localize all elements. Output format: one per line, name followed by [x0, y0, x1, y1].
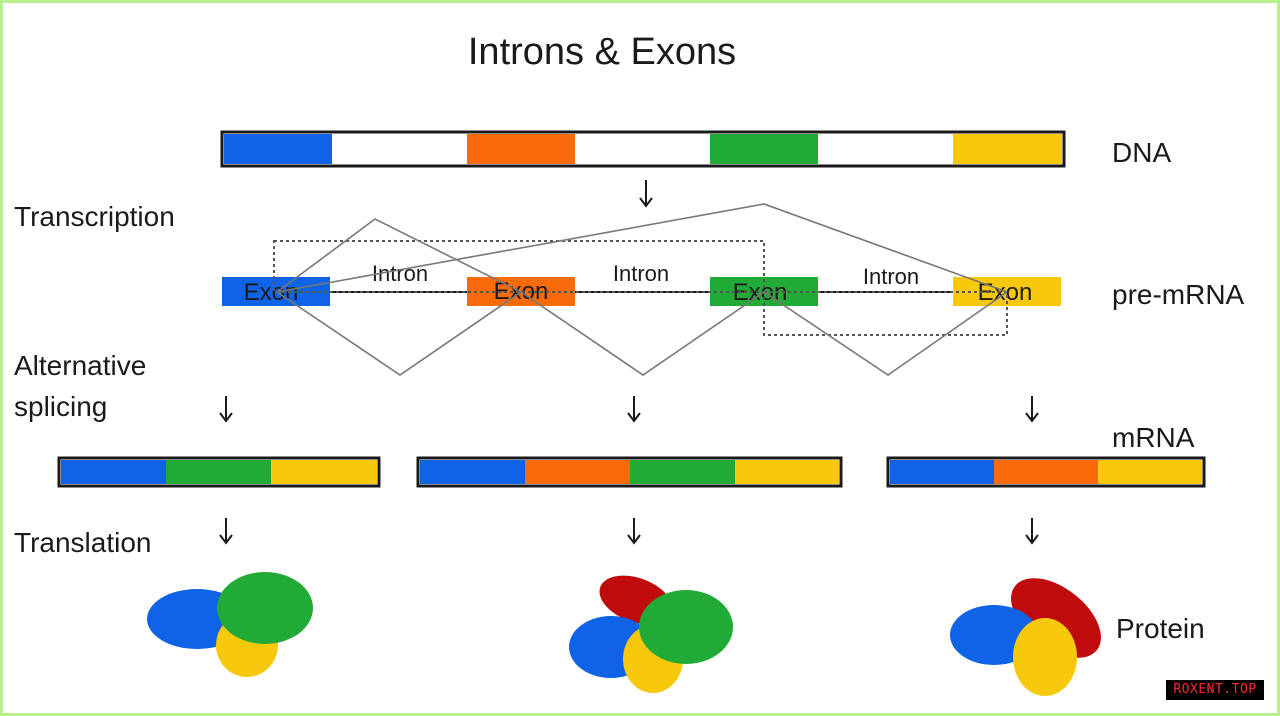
dna-exon-blue	[224, 134, 332, 164]
pre-mrna-label: pre-mRNA	[1112, 279, 1245, 310]
mrna-variant-1	[57, 456, 381, 488]
pre-mrna-strand: Exon Exon Exon Exon Intron Intron Intron	[222, 261, 1061, 306]
mrna-2-exon-blue	[420, 460, 525, 484]
mrna-variant-3	[886, 456, 1206, 488]
intron-label-2: Intron	[613, 261, 669, 286]
down-arrow-icon	[219, 518, 233, 545]
mrna-3-exon-yellow	[1098, 460, 1202, 484]
splice-line-e	[763, 291, 1008, 376]
mrna-variant-2	[416, 456, 843, 488]
mrna-1-exon-blue	[61, 460, 166, 484]
down-arrow-icon	[639, 180, 653, 208]
mrna-2-exon-green	[630, 460, 735, 484]
mrna-3-exon-orange	[994, 460, 1098, 484]
protein-2	[569, 575, 733, 693]
down-arrow-icon	[1025, 518, 1039, 545]
down-arrow-icon	[627, 518, 641, 545]
down-arrow-icon	[1025, 396, 1039, 423]
protein-1-green-domain	[217, 572, 313, 644]
down-arrow-icon	[627, 396, 641, 423]
diagram-title: Introns & Exons	[468, 31, 736, 73]
mrna-2-exon-yellow	[735, 460, 839, 484]
mrna-3-exon-blue	[890, 460, 994, 484]
protein-3-yellow-domain	[1013, 618, 1077, 696]
intron-label-3: Intron	[863, 264, 919, 289]
mrna-1-exon-yellow	[271, 460, 377, 484]
mrna-2-exon-orange	[525, 460, 630, 484]
dna-label: DNA	[1112, 137, 1171, 168]
alternative-splicing-label-line1: Alternative	[14, 350, 146, 381]
splice-line-c	[520, 291, 765, 376]
dna-bar-outline	[220, 130, 1066, 168]
splice-line-a	[276, 218, 522, 293]
protein-1	[147, 572, 313, 677]
down-arrow-icon	[219, 396, 233, 423]
introns-exons-diagram: Introns & Exons DNA pre-mRNA mRNA Protei…	[14, 31, 1245, 696]
dotted-box-right	[763, 291, 1008, 336]
dna-exon-yellow	[953, 134, 1062, 164]
protein-3	[950, 578, 1101, 696]
mrna-label: mRNA	[1112, 422, 1195, 453]
dna-exon-orange	[467, 134, 575, 164]
protein-label: Protein	[1116, 613, 1205, 644]
dna-exon-green	[710, 134, 818, 164]
splice-lines	[276, 203, 1008, 376]
alternative-splicing-label-line2: splicing	[14, 391, 107, 422]
translation-label: Translation	[14, 527, 151, 558]
splice-line-b	[276, 291, 522, 376]
mrna-1-exon-green	[166, 460, 271, 484]
watermark: ROXENT.TOP	[1166, 680, 1264, 700]
dna-strand	[220, 130, 1066, 168]
protein-2-green-domain	[639, 590, 733, 664]
splice-line-d	[276, 203, 1008, 293]
dotted-box-left	[273, 240, 765, 293]
transcription-label: Transcription	[14, 201, 175, 232]
